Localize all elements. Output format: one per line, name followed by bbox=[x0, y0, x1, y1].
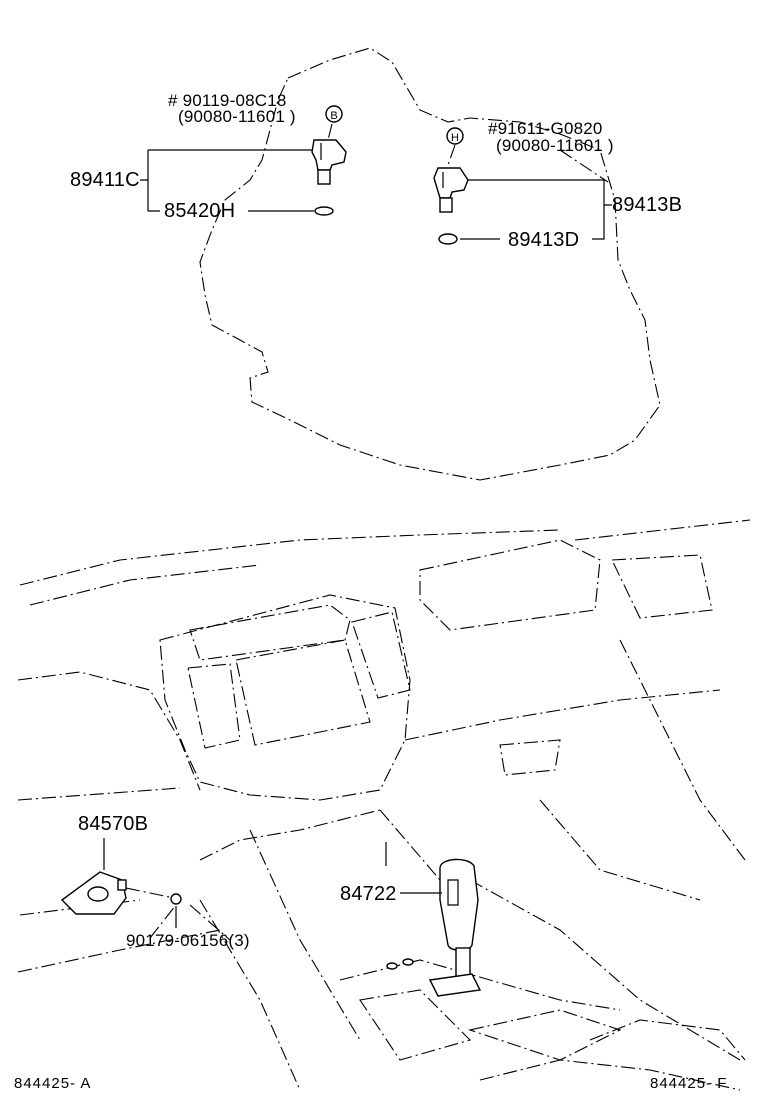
screw-90179-icon bbox=[170, 893, 182, 905]
footer-left-code: 844425- A bbox=[14, 1075, 92, 1092]
bolt-marker-2: H bbox=[451, 132, 459, 144]
sensor-89413b-icon bbox=[433, 167, 469, 213]
switch-part-label: 84570B bbox=[78, 813, 149, 835]
sensor-89411c-icon bbox=[311, 139, 347, 185]
screw-1-icon: B bbox=[325, 105, 343, 123]
oring-89413d-icon bbox=[438, 233, 458, 245]
sensor-2-oring-label: 89413D bbox=[508, 229, 580, 251]
screw-2-part-label: #91611-G0820 bbox=[488, 119, 603, 138]
shift-knob-84722-icon bbox=[386, 858, 482, 997]
transmission-outline bbox=[199, 47, 661, 481]
knob-part-label: 84722 bbox=[340, 883, 397, 905]
sensor-1-oring-label: 85420H bbox=[164, 200, 236, 222]
oring-85420h-icon bbox=[314, 206, 334, 216]
sensor-1-group-label: 89411C bbox=[70, 169, 140, 191]
screw-1-part-label: # 90119-08C18 bbox=[168, 91, 287, 110]
switch-84570b-icon bbox=[60, 871, 127, 915]
sensor-2-group-label: 89413B bbox=[612, 194, 683, 216]
screw-2-icon: H bbox=[446, 127, 464, 145]
dashboard-outline bbox=[17, 519, 751, 1091]
screw-2-alt-label: (90080-11601 ) bbox=[496, 136, 614, 155]
screw-1-alt-label: (90080-11601 ) bbox=[178, 107, 296, 126]
bolt-marker-1: B bbox=[330, 110, 337, 122]
screw-part-label: 90179-06156(3) bbox=[126, 931, 250, 950]
footer-right-code: 844425- F bbox=[650, 1075, 728, 1092]
